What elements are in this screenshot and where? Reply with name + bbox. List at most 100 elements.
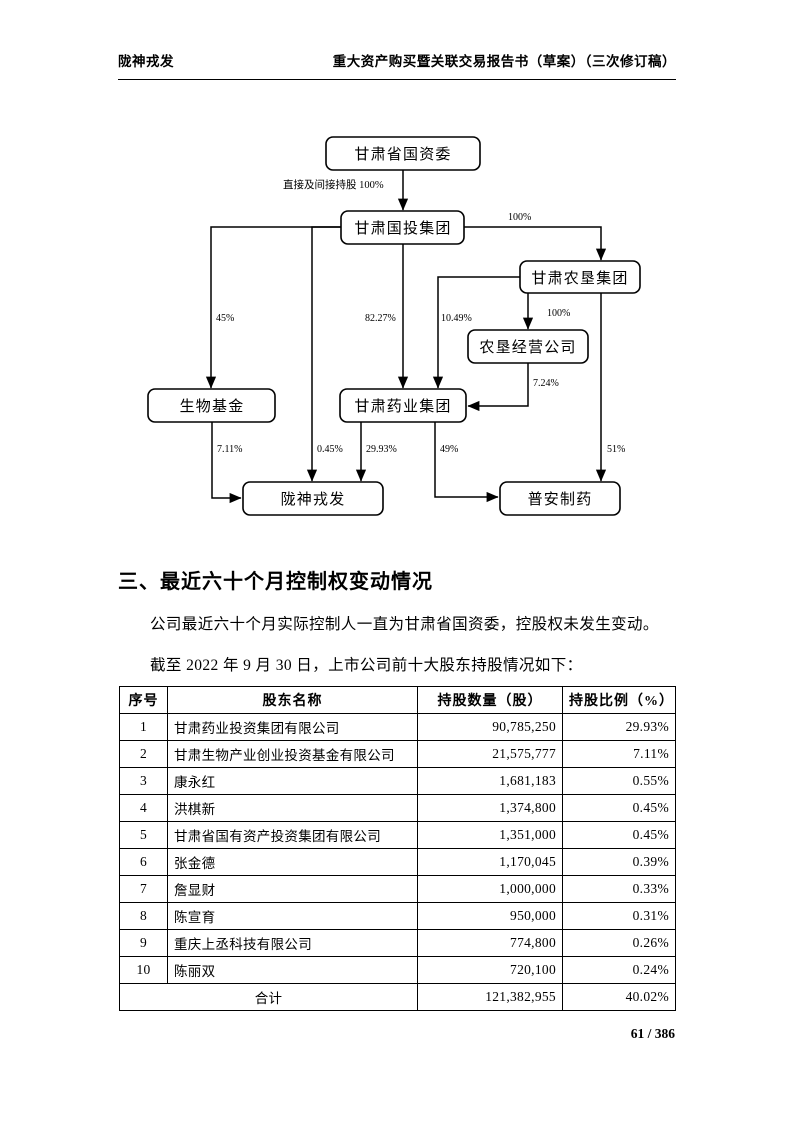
column-header-pct: 持股比例（%） (562, 686, 676, 714)
node-label-pharma: 甘肃药业集团 (354, 398, 451, 415)
cell-percent: 0.24% (562, 956, 676, 984)
edge-guotou-to-longshen (306, 226, 341, 482)
cell-quantity: 1,170,045 (417, 848, 563, 876)
table-body: 1 甘肃药业投资集团有限公司 90,785,250 29.93% 2 甘肃生物产… (119, 713, 676, 1011)
edge-label-guotou-to-pharma: 82.27% (365, 313, 396, 324)
diagram-edge-labels: 直接及间接持股 100% 100% 45% 82.27% 0.45% 10.49… (216, 178, 625, 455)
cell-name: 康永红 (167, 767, 418, 795)
cell-total-label: 合计 (119, 983, 418, 1011)
node-label-sasac: 甘肃省国资委 (354, 146, 451, 163)
cell-quantity: 21,575,777 (417, 740, 563, 768)
node-box-longshen (242, 481, 384, 516)
cell-name: 张金德 (167, 848, 418, 876)
table-row: 1 甘肃药业投资集团有限公司 90,785,250 29.93% (119, 713, 676, 741)
cell-percent: 29.93% (562, 713, 676, 741)
table-row: 7 詹显财 1,000,000 0.33% (119, 875, 676, 903)
cell-index: 4 (119, 794, 168, 822)
cell-percent: 0.55% (562, 767, 676, 795)
table-total-row: 合计 121,382,955 40.02% (119, 983, 676, 1011)
table-row: 10 陈丽双 720,100 0.24% (119, 956, 676, 984)
cell-percent: 7.11% (562, 740, 676, 768)
section-heading: 三、最近六十个月控制权变动情况 (118, 571, 433, 593)
table-row: 6 张金德 1,170,045 0.39% (119, 848, 676, 876)
node-box-sasac (325, 136, 481, 171)
cell-name: 陈宣育 (167, 902, 418, 930)
edge-label-pharma-to-longshen: 29.93% (366, 444, 397, 455)
diagram-node-labels: 甘肃省国资委 甘肃国投集团 甘肃农垦集团 农垦经营公司 生物基金 甘肃药业集团 … (180, 146, 628, 508)
diagram-node-boxes (147, 136, 641, 516)
top-shareholders-table-wrapper: 序号 股东名称 持股数量（股） 持股比例（%） 1 甘肃药业投资集团有限公司 9… (119, 686, 676, 1011)
top-shareholders-table: 序号 股东名称 持股数量（股） 持股比例（%） 1 甘肃药业投资集团有限公司 9… (119, 686, 676, 1011)
edge-pharma-to-puan (434, 421, 499, 503)
table-header: 序号 股东名称 持股数量（股） 持股比例（%） (119, 686, 676, 714)
cell-index: 8 (119, 902, 168, 930)
edge-label-pharma-to-puan: 49% (440, 444, 458, 455)
header-left-title: 陇神戎发 (118, 54, 174, 69)
node-box-pharma-group (339, 388, 467, 423)
column-header-index: 序号 (119, 686, 168, 714)
paragraph-top-holders-intro: 截至 2022 年 9 月 30 日，上市公司前十大股东持股情况如下： (150, 657, 583, 674)
cell-name: 洪棋新 (167, 794, 418, 822)
cell-index: 2 (119, 740, 168, 768)
page-number: 61 / 386 (630, 1026, 675, 1041)
cell-index: 5 (119, 821, 168, 849)
table-row: 8 陈宣育 950,000 0.31% (119, 902, 676, 930)
table-row: 5 甘肃省国有资产投资集团有限公司 1,351,000 0.45% (119, 821, 676, 849)
table-row: 3 康永红 1,681,183 0.55% (119, 767, 676, 795)
node-label-longshen: 陇神戎发 (281, 491, 346, 508)
edge-label-guotou-to-nongken: 100% (508, 212, 531, 223)
cell-index: 1 (119, 713, 168, 741)
header-divider (118, 79, 676, 80)
node-label-nongken-op: 农垦经营公司 (479, 339, 576, 356)
node-box-nongken (519, 260, 641, 294)
cell-name: 甘肃生物产业创业投资基金有限公司 (167, 740, 418, 768)
cell-quantity: 1,681,183 (417, 767, 563, 795)
edge-op-to-pharma (467, 363, 529, 412)
node-label-guotou: 甘肃国投集团 (354, 220, 451, 237)
edge-label-sasac-to-guotou: 直接及间接持股 100% (283, 178, 384, 191)
paragraph-control-change: 公司最近六十个月实际控制人一直为甘肃省国资委，控股权未发生变动。 (150, 616, 659, 633)
cell-index: 10 (119, 956, 168, 984)
edge-label-nongken-to-op: 100% (547, 308, 570, 319)
edge-nongken-to-pharma (432, 276, 520, 389)
table-row: 4 洪棋新 1,374,800 0.45% (119, 794, 676, 822)
cell-quantity: 774,800 (417, 929, 563, 957)
column-header-name: 股东名称 (167, 686, 418, 714)
node-box-biofund (147, 388, 276, 423)
node-box-puan (499, 481, 621, 516)
table-row: 9 重庆上丞科技有限公司 774,800 0.26% (119, 929, 676, 957)
edge-guotou-to-biofund (205, 226, 341, 389)
edge-guotou-to-nongken (464, 226, 607, 261)
cell-name: 甘肃省国有资产投资集团有限公司 (167, 821, 418, 849)
cell-quantity: 720,100 (417, 956, 563, 984)
node-box-guotou (340, 210, 465, 245)
cell-percent: 0.39% (562, 848, 676, 876)
edge-label-nongken-to-pharma: 10.49% (441, 313, 472, 324)
table-header-row: 序号 股东名称 持股数量（股） 持股比例（%） (119, 686, 676, 714)
cell-quantity: 1,000,000 (417, 875, 563, 903)
node-label-puan: 普安制药 (528, 491, 593, 508)
cell-quantity: 1,351,000 (417, 821, 563, 849)
cell-percent: 0.45% (562, 821, 676, 849)
cell-percent: 0.26% (562, 929, 676, 957)
cell-name: 甘肃药业投资集团有限公司 (167, 713, 418, 741)
cell-percent: 0.33% (562, 875, 676, 903)
edge-label-guotou-to-longshen: 0.45% (317, 444, 343, 455)
cell-quantity: 90,785,250 (417, 713, 563, 741)
cell-name: 詹显财 (167, 875, 418, 903)
cell-index: 3 (119, 767, 168, 795)
edge-label-nongken-to-puan: 51% (607, 444, 625, 455)
edge-label-op-to-pharma: 7.24% (533, 378, 559, 389)
node-label-biofund: 生物基金 (180, 398, 245, 415)
edge-biofund-to-longshen (211, 421, 242, 504)
running-header: 陇神戎发 重大资产购买暨关联交易报告书（草案）（三次修订稿） (118, 50, 676, 70)
column-header-qty: 持股数量（股） (417, 686, 563, 714)
node-label-nongken: 甘肃农垦集团 (531, 270, 628, 287)
table-row: 2 甘肃生物产业创业投资基金有限公司 21,575,777 7.11% (119, 740, 676, 768)
cell-index: 9 (119, 929, 168, 957)
cell-name: 重庆上丞科技有限公司 (167, 929, 418, 957)
cell-total-percent: 40.02% (562, 983, 676, 1011)
cell-quantity: 950,000 (417, 902, 563, 930)
cell-percent: 0.31% (562, 902, 676, 930)
